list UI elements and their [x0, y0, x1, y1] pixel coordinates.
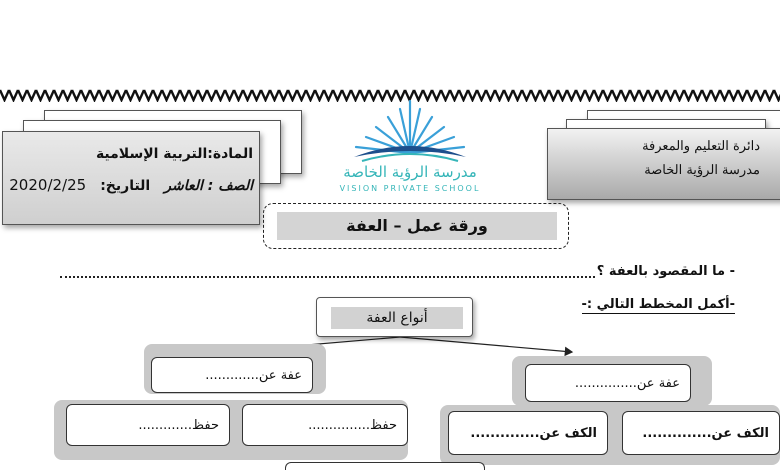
right-child-1[interactable]: الكف عن.............. — [448, 411, 608, 455]
right-card-front: دائرة التعليم والمعرفة مدرسة الرؤية الخا… — [547, 128, 780, 200]
question-1: - ما المقصود بالعفة ؟ — [596, 264, 735, 279]
sunburst-icon — [354, 99, 466, 162]
right-child-2[interactable]: الكف عن.............. — [622, 411, 780, 455]
grade-date-row: الصف : العاشر التاريخ: 2020/2/25 — [9, 176, 253, 194]
diagram-root-frame: أنواع العفة — [316, 297, 473, 337]
left-child-2[interactable]: حفظ............... — [242, 404, 408, 446]
school-label: مدرسة الرؤية الخاصة — [644, 163, 760, 178]
date-value: 2020/2/25 — [9, 176, 87, 194]
zigzag-border — [0, 88, 780, 102]
answer-line-q1[interactable] — [60, 266, 595, 278]
diagram-root: أنواع العفة — [331, 307, 463, 329]
stack-card-front: المادة:التربية الإسلامية الصف : العاشر ا… — [2, 131, 260, 225]
left-child-1[interactable]: حفظ............. — [66, 404, 230, 446]
subject-label: المادة:التربية الإسلامية — [95, 146, 253, 162]
title-frame: ورقة عمل – العفة — [263, 203, 569, 249]
logo-english-name: VISION PRIVATE SCHOOL — [339, 184, 481, 193]
ministry-label: دائرة التعليم والمعرفة — [642, 139, 760, 154]
grade-label: الصف : العاشر — [164, 178, 253, 194]
page-title: ورقة عمل – العفة — [277, 212, 557, 240]
right-branch-box[interactable]: عفة عن............... — [525, 364, 691, 402]
date-label: التاريخ: — [100, 178, 151, 194]
school-logo: مدرسة الرؤية الخاصة VISION PRIVATE SCHOO… — [330, 95, 490, 200]
left-branch-box[interactable]: عفة عن............. — [151, 357, 313, 393]
partial-bottom-box — [285, 462, 485, 470]
question-2: -أكمل المخطط التالي :- — [581, 297, 735, 314]
logo-arabic-name: مدرسة الرؤية الخاصة — [343, 163, 477, 181]
